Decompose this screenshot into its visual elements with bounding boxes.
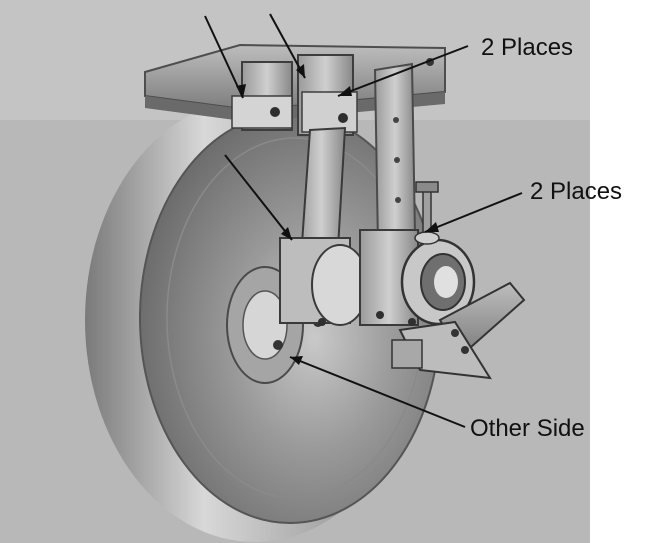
leader-lines	[204, 13, 523, 428]
callout-other-side: Other Side	[470, 415, 585, 442]
callout-2-places-middle: 2 Places	[530, 178, 623, 205]
callout-2-places-top: 2 Places	[481, 34, 574, 61]
side-bracket	[373, 62, 417, 247]
